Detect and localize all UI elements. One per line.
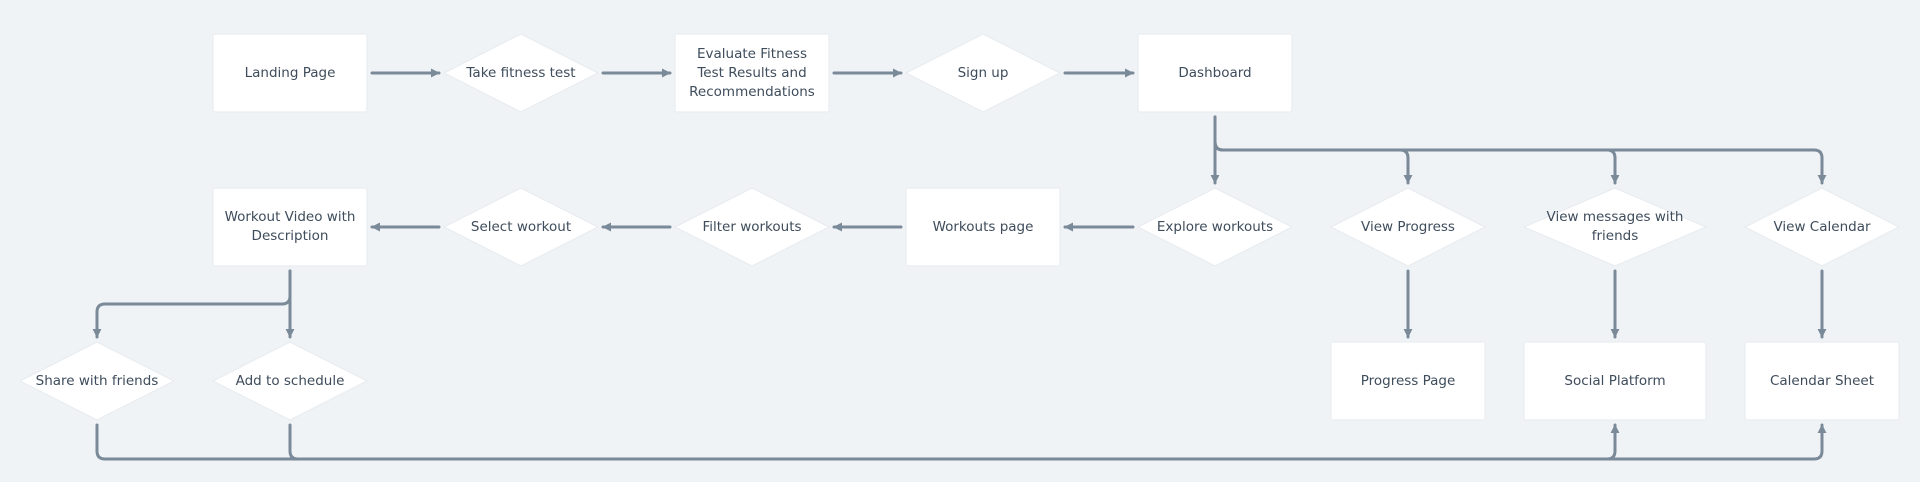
view-messages-shape — [1522, 187, 1708, 267]
take-fitness-test-node[interactable]: Take fitness test — [444, 34, 598, 112]
calendar-sheet-shape — [1744, 341, 1900, 421]
workout-video-node[interactable]: Workout Video with Description — [213, 188, 367, 266]
connectors-layer — [92, 68, 1827, 461]
share-with-friends-label: Share with friends — [35, 372, 159, 389]
filter-workouts-node[interactable]: Filter workouts — [675, 188, 829, 266]
explore-workouts-node[interactable]: Explore workouts — [1138, 188, 1292, 266]
select-workout-label: Select workout — [470, 218, 572, 235]
sign-up-label: Sign up — [957, 64, 1009, 81]
social-platform-label: Social Platform — [1564, 372, 1666, 389]
take-fitness-test-label: Take fitness test — [466, 64, 576, 81]
workouts-page-label: Workouts page — [932, 218, 1034, 235]
calendar-sheet-node[interactable]: Calendar Sheet — [1745, 342, 1899, 420]
dashboard-shape — [1137, 33, 1293, 113]
view-progress-shape — [1329, 187, 1487, 267]
dashboard-node[interactable]: Dashboard — [1138, 34, 1292, 112]
add-to-schedule-shape — [211, 341, 369, 421]
evaluate-results-label: Evaluate Fitness Test Results and Recomm… — [689, 45, 815, 100]
view-calendar-node[interactable]: View Calendar — [1745, 188, 1899, 266]
progress-page-node[interactable]: Progress Page — [1331, 342, 1485, 420]
connector-workout-video-to-share-with-friends — [92, 269, 292, 339]
social-platform-node[interactable]: Social Platform — [1524, 342, 1706, 420]
explore-workouts-shape — [1136, 187, 1294, 267]
add-to-schedule-label: Add to schedule — [235, 372, 345, 389]
add-to-schedule-node[interactable]: Add to schedule — [213, 342, 367, 420]
calendar-sheet-label: Calendar Sheet — [1769, 372, 1875, 389]
sign-up-shape — [904, 33, 1062, 113]
workout-video-shape — [212, 187, 368, 267]
share-with-friends-shape — [18, 341, 176, 421]
sign-up-node[interactable]: Sign up — [906, 34, 1060, 112]
filter-workouts-label: Filter workouts — [702, 218, 802, 235]
select-workout-node[interactable]: Select workout — [444, 188, 598, 266]
landing-page-node[interactable]: Landing Page — [213, 34, 367, 112]
workouts-page-shape — [905, 187, 1061, 267]
progress-page-label: Progress Page — [1360, 372, 1456, 389]
view-calendar-label: View Calendar — [1773, 218, 1871, 235]
view-messages-node[interactable]: View messages with friends — [1524, 188, 1706, 266]
take-fitness-test-shape — [442, 33, 600, 113]
view-progress-node[interactable]: View Progress — [1331, 188, 1485, 266]
share-with-friends-node[interactable]: Share with friends — [20, 342, 174, 420]
workout-video-label: Workout Video with Description — [224, 209, 356, 244]
evaluate-results-node[interactable]: Evaluate Fitness Test Results and Recomm… — [675, 34, 829, 112]
landing-page-label: Landing Page — [244, 64, 336, 81]
view-messages-label: View messages with friends — [1546, 209, 1684, 244]
social-platform-shape — [1523, 341, 1707, 421]
nodes-layer — [18, 33, 1901, 421]
select-workout-shape — [442, 187, 600, 267]
dashboard-label: Dashboard — [1178, 64, 1252, 81]
workouts-page-node[interactable]: Workouts page — [906, 188, 1060, 266]
connector-add-to-schedule-to-calendar-sheet — [288, 423, 1827, 461]
landing-page-shape — [212, 33, 368, 113]
filter-workouts-shape — [673, 187, 831, 267]
connector-share-with-friends-to-social-platform — [95, 423, 1620, 461]
view-progress-label: View Progress — [1361, 218, 1455, 235]
view-calendar-shape — [1743, 187, 1901, 267]
explore-workouts-label: Explore workouts — [1156, 218, 1274, 235]
connector-dashboard-to-view-calendar — [1213, 115, 1827, 185]
evaluate-results-shape — [674, 33, 830, 113]
progress-page-shape — [1330, 341, 1486, 421]
